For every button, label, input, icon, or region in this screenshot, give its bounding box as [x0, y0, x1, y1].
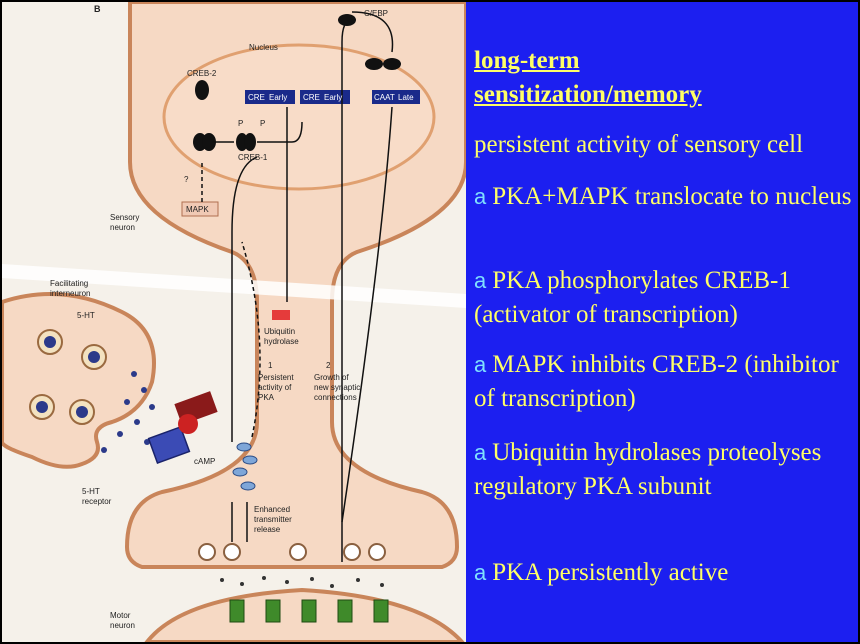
- label-creb1: CREB-1: [238, 153, 268, 162]
- bullet-icon: a: [474, 268, 487, 293]
- label-step1-num: 1: [268, 361, 273, 370]
- pathway-arrows: [201, 11, 394, 562]
- label-sensory-1: Sensory: [110, 213, 139, 222]
- label-facilitating-1: Facilitating: [50, 279, 88, 288]
- transmitter-specks: [220, 576, 384, 588]
- sensitization-diagram: B C/EBP Nucleus CREB-2 CRE Early CRE Ear…: [2, 2, 466, 642]
- panel-letter: B: [94, 4, 101, 14]
- label-camp: cAMP: [194, 457, 215, 466]
- label-late: Late: [398, 93, 414, 102]
- label-step2-c: connections: [314, 393, 357, 402]
- label-question: ?: [184, 175, 189, 184]
- label-enhanced-1: Enhanced: [254, 505, 290, 514]
- ubiquitin-box: [272, 310, 290, 320]
- label-cre-2: CRE: [303, 93, 320, 102]
- intro-line: persistent activity of sensory cell: [474, 131, 804, 158]
- label-step2-a: Growth of: [314, 373, 349, 382]
- mapk-box: [181, 201, 219, 217]
- label-5ht: 5-HT: [77, 311, 95, 320]
- bullet-icon: a: [474, 352, 487, 377]
- label-step2-b: new synaptic: [314, 383, 360, 392]
- bullet-icon: a: [474, 184, 487, 209]
- label-early-1: Early: [269, 93, 287, 102]
- text-panel: long-term sensitization/memory persisten…: [466, 2, 858, 642]
- bullet-icon: a: [474, 440, 487, 465]
- label-ubiquitin-1: Ubiquitin: [264, 327, 295, 336]
- label-caat: CAAT: [374, 93, 395, 102]
- label-cebp: C/EBP: [364, 9, 388, 18]
- point-3-text: MAPK inhibits CREB-2 (inhibitor of trans…: [474, 351, 839, 412]
- label-step2-num: 2: [326, 361, 331, 370]
- label-creb2: CREB-2: [187, 69, 217, 78]
- label-receptor-1: 5-HT: [82, 487, 100, 496]
- point-4-text: Ubiquitin hydrolases proteolyses regulat…: [474, 439, 822, 500]
- label-step1-a: Persistent: [258, 373, 294, 382]
- point-1-text: PKA+MAPK translocate to nucleus: [492, 183, 852, 210]
- pka-complex: [232, 442, 258, 491]
- label-enhanced-3: release: [254, 525, 281, 534]
- label-ubiquitin-2: hydrolase: [264, 337, 299, 346]
- label-early-2: Early: [324, 93, 342, 102]
- label-motor-2: neuron: [110, 621, 135, 630]
- label-p-2: P: [260, 119, 265, 128]
- label-motor-1: Motor: [110, 611, 131, 620]
- nucleus: [162, 43, 436, 191]
- heading-line-2: sensitization/memory: [474, 81, 702, 108]
- label-mapk: MAPK: [186, 205, 209, 214]
- synaptic-vesicles: [198, 543, 386, 561]
- label-facilitating-2: interneuron: [50, 289, 90, 298]
- figure-panel: B C/EBP Nucleus CREB-2 CRE Early CRE Ear…: [2, 2, 466, 642]
- point-5-text: PKA persistently active: [492, 559, 729, 586]
- label-receptor-2: receptor: [82, 497, 112, 506]
- point-2-text: PKA phosphorylates CREB-1 (activator of …: [474, 267, 791, 328]
- serotonin-receptor: [147, 391, 218, 464]
- label-nucleus: Nucleus: [249, 43, 278, 52]
- interneuron-vesicles: [29, 329, 107, 425]
- label-sensory-2: neuron: [110, 223, 135, 232]
- heading-line-1: long-term: [474, 47, 580, 74]
- label-enhanced-2: transmitter: [254, 515, 292, 524]
- label-step1-b: activity of: [258, 383, 292, 392]
- white-band: [2, 264, 466, 308]
- serotonin-dots: [101, 371, 155, 453]
- label-cre-1: CRE: [248, 93, 265, 102]
- label-step1-c: PKA: [258, 393, 275, 402]
- motor-receptors: [229, 599, 389, 623]
- bullet-icon: a: [474, 560, 487, 585]
- label-p-1: P: [238, 119, 243, 128]
- creb-proteins: [193, 14, 401, 151]
- promoter-boxes: [245, 90, 420, 104]
